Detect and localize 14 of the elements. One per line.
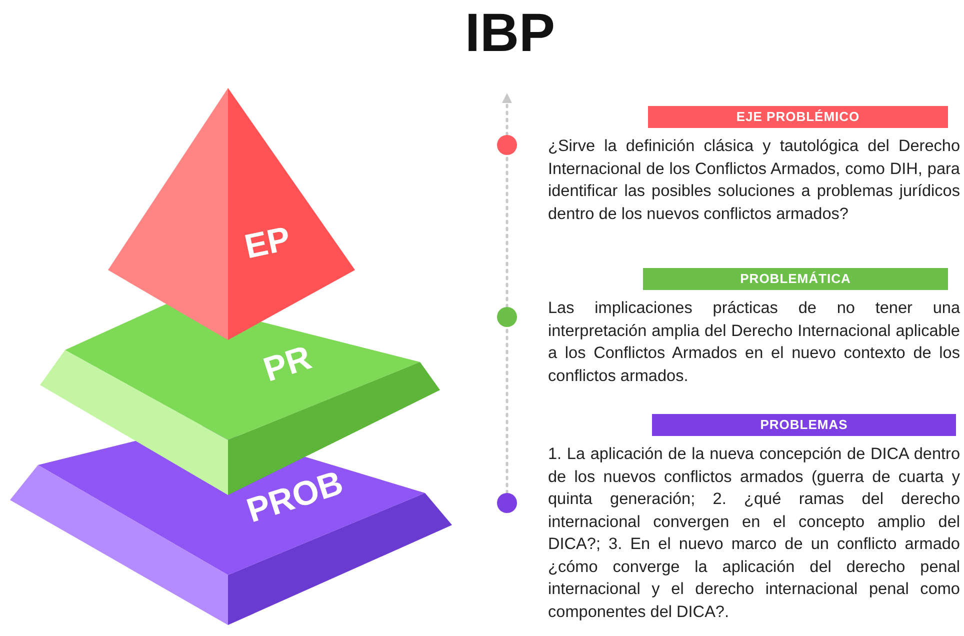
heading-bar: PROBLEMÁTICA (643, 268, 948, 290)
timeline-dot (497, 135, 517, 155)
heading-bar: PROBLEMAS (652, 414, 956, 436)
timeline-dot (497, 493, 517, 513)
layer-label: PROB (242, 464, 348, 532)
timeline-dot (497, 307, 517, 327)
title: IBP (464, 2, 556, 64)
body-text: Las implicaciones prácticas de no tener una interpretación amplia del Derecho Internacional aplicable a los Conflictos Armados en el nuevo contexto de los conflictos armados. (548, 298, 960, 386)
heading-bar: EJE PROBLÉMICO (648, 106, 948, 128)
arrow (502, 93, 512, 136)
layer-label: EP (241, 220, 294, 268)
layer-label: PR (259, 338, 316, 390)
body-text: ¿Sirve la definición clásica y tautológica del Derecho Internacional de los Conflictos Armados, como DIH, para identificar las posibles soluciones a problemas jurídicos dentro de los nuevos conflictos armados? (548, 136, 960, 224)
body-text: 1. La aplicación de la nueva concepción de DICA dentro de los nuevos conflictos armados (guerra de cuarta y quinta generación; 2. ¿qué ramas del derecho internacional convergen en el concepto amplio del DICA?; 3. En el nuevo marco de un conflicto armado ¿cómo converge la aplicación del derecho penal internacional y el derecho internacional penal como componentes del DICA?. (548, 444, 960, 622)
